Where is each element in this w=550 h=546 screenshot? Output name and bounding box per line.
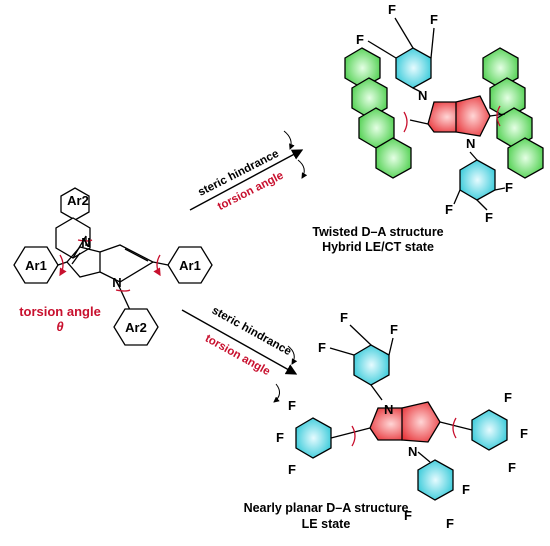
top-f-bond2 bbox=[394, 17, 414, 49]
ar1-right-label: Ar1 bbox=[179, 258, 201, 273]
top-lower-phenyl bbox=[459, 159, 496, 201]
top-torsion-curve bbox=[297, 159, 308, 179]
bottom-uf-bond2 bbox=[349, 324, 372, 346]
bottom-right-phenyl bbox=[471, 409, 508, 451]
top-lower-f3: F bbox=[445, 202, 453, 217]
bottom-lower-phenyl bbox=[417, 459, 454, 501]
bottom-torsion-right bbox=[452, 417, 457, 439]
anthracene-right bbox=[482, 47, 544, 179]
bottom-upper-bond bbox=[370, 384, 383, 401]
top-arrow bbox=[189, 149, 304, 211]
bottom-left-f2: F bbox=[276, 430, 284, 445]
top-n-lower: N bbox=[466, 136, 475, 151]
bottom-caption-line2: LE state bbox=[302, 517, 351, 531]
torsion-mark-right bbox=[153, 254, 161, 277]
ar2-bottom-hex bbox=[113, 308, 159, 346]
ar2-top-label: Ar2 bbox=[67, 193, 89, 208]
bottom-lower-f3: F bbox=[404, 508, 412, 523]
n-bottom-bond bbox=[116, 281, 131, 311]
bottom-lower-f1: F bbox=[462, 482, 470, 497]
left-pyrrole bbox=[66, 246, 101, 278]
n-top-label: N bbox=[81, 235, 90, 250]
top-f-bond3 bbox=[430, 27, 435, 59]
bottom-right-bond bbox=[439, 421, 473, 431]
bottom-caption-line1: Nearly planar D–A structure bbox=[244, 501, 409, 515]
double-bond-b bbox=[71, 252, 81, 265]
top-upper-bond bbox=[412, 87, 422, 93]
bottom-upper-f2: F bbox=[390, 322, 398, 337]
bottom-right-f2: F bbox=[520, 426, 528, 441]
bottom-upper-f3: F bbox=[318, 340, 326, 355]
generic-molecule: Ar2 Ar1 Ar1 Ar2 N N torsion angle θ bbox=[13, 187, 213, 346]
ar1-right-bond bbox=[152, 261, 169, 266]
top-f-bond1 bbox=[367, 40, 397, 59]
planar-molecule: F F F N N F F F F F F F F F Nearly plana… bbox=[244, 310, 528, 531]
top-lower-f2: F bbox=[485, 210, 493, 225]
bottom-arrow bbox=[181, 309, 298, 375]
top-n-upper: N bbox=[418, 88, 427, 103]
top-upper-f2: F bbox=[388, 2, 396, 17]
top-torsion-left bbox=[403, 111, 408, 133]
torsion-mark-bottom bbox=[115, 289, 131, 292]
bottom-right-f1: F bbox=[504, 390, 512, 405]
bottom-lower-bond bbox=[417, 451, 431, 463]
bottom-arrow-group: steric hindrance torsion angle bbox=[181, 305, 298, 403]
bottom-lower-f2: F bbox=[446, 516, 454, 531]
top-caption-line1: Twisted D–A structure bbox=[312, 225, 443, 239]
ar1-left-label: Ar1 bbox=[25, 258, 47, 273]
bottom-left-phenyl bbox=[295, 417, 332, 459]
bottom-left-f1: F bbox=[288, 398, 296, 413]
top-upper-f1: F bbox=[356, 32, 364, 47]
top-lower-f1: F bbox=[505, 180, 513, 195]
top-upper-phenyl bbox=[395, 47, 432, 89]
n-bottom-label: N bbox=[112, 275, 121, 290]
bottom-left-f3: F bbox=[288, 462, 296, 477]
bottom-upper-f1: F bbox=[340, 310, 348, 325]
torsion-angle-label: torsion angle bbox=[19, 304, 101, 319]
bottom-n-lower: N bbox=[408, 444, 417, 459]
top-lf-bond3 bbox=[453, 189, 461, 205]
top-steric-curve bbox=[283, 130, 295, 150]
bottom-torsion-left bbox=[351, 425, 356, 447]
top-lf-bond2 bbox=[476, 199, 488, 211]
bottom-steric-curve bbox=[287, 345, 298, 365]
top-core-bond-left bbox=[409, 119, 429, 125]
top-caption-line2: Hybrid LE/CT state bbox=[322, 240, 434, 254]
top-upper-f3: F bbox=[430, 12, 438, 27]
anthracene-left bbox=[344, 47, 412, 179]
ar1-left-hex bbox=[13, 246, 59, 284]
bottom-uf-bond3 bbox=[388, 337, 394, 356]
theta-label: θ bbox=[56, 319, 63, 334]
bottom-torsion-curve bbox=[273, 383, 280, 403]
bottom-core-right bbox=[401, 401, 441, 443]
top-arrow-group: steric hindrance torsion angle bbox=[189, 130, 308, 213]
ar2-bottom-label: Ar2 bbox=[125, 320, 147, 335]
torsion-mark-top bbox=[77, 239, 93, 242]
bottom-n-upper: N bbox=[384, 402, 393, 417]
double-bond-a bbox=[124, 248, 149, 262]
bottom-right-f3: F bbox=[508, 460, 516, 475]
torsion-mark-left bbox=[59, 254, 67, 277]
top-torsion-right bbox=[496, 105, 501, 127]
bottom-upper-phenyl bbox=[353, 344, 390, 386]
bottom-left-bond bbox=[330, 427, 371, 439]
top-core-right bbox=[455, 95, 491, 137]
twisted-molecule: N N F F F F F F Twisted D–A structure Hy… bbox=[312, 2, 544, 254]
right-pyrrole bbox=[99, 244, 155, 283]
top-lower-bond bbox=[469, 151, 478, 161]
top-lf-bond1 bbox=[494, 187, 506, 191]
bottom-uf-bond1 bbox=[329, 347, 355, 356]
